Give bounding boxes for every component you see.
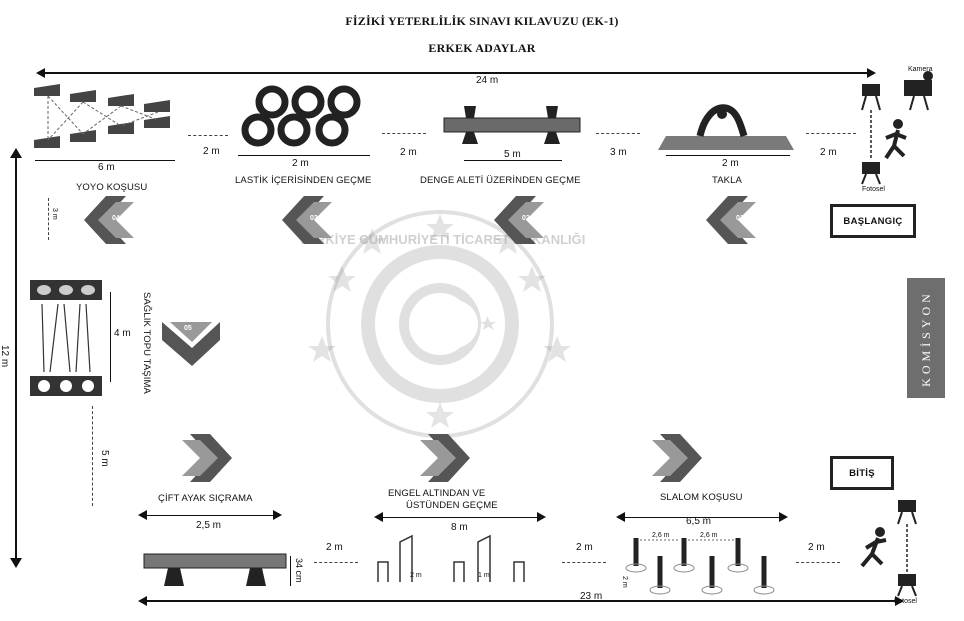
left-total-dimension: 12 m (0, 345, 10, 368)
hurdles-width-line (374, 512, 546, 522)
page-title: FİZİKİ YETERLİLİK SINAVI KILAVUZU (EK-1) (345, 14, 619, 28)
gap-03-04: 2 m (203, 146, 220, 157)
start-box: BAŞLANGIÇ (830, 204, 916, 238)
station-label-slalom: SLALOM KOŞUSU (660, 492, 743, 503)
station-label-medicine-ball: SAĞLIK TOPU TAŞIMA (141, 292, 152, 394)
mat-width: 2 m (722, 158, 739, 169)
medicine-ball-length: 4 m (114, 328, 131, 339)
jump-height: 34 cm (294, 558, 304, 583)
mat-width-line (666, 155, 790, 156)
station-label-balance: DENGE ALETİ ÜZERİNDEN GEÇME (420, 175, 581, 186)
station-number-03: 03 (310, 215, 318, 222)
gap-line-01-02 (596, 133, 640, 134)
left-total-dimension-line (15, 152, 17, 562)
hurdles-width: 8 m (451, 522, 468, 533)
slalom-sub1: 2,6 m (652, 532, 670, 539)
station-label-hurdles-line1: ENGEL ALTINDAN VE (388, 488, 486, 499)
tires-width: 2 m (292, 158, 309, 169)
gap-line-start-01 (806, 133, 856, 134)
gap-start-01: 2 m (820, 147, 837, 158)
chevron-03 (282, 196, 332, 244)
station-number-07: 07 (424, 453, 432, 460)
yoyo-height: 3 m (51, 208, 58, 220)
photocell-label-bottom: Fotosel (894, 598, 917, 605)
beam-width: 5 m (504, 149, 521, 160)
slalom-width: 6,5 m (686, 516, 712, 527)
jump-bench-pictogram (143, 553, 287, 586)
hurdles-sub2: 1 m (478, 572, 490, 579)
tires-width-line (238, 155, 370, 156)
slalom-sub3: 2 m (621, 576, 628, 588)
yoyo-width-line (35, 160, 175, 161)
gap-02-03: 2 m (400, 147, 417, 158)
tires-pictogram (241, 85, 361, 147)
chevron-01 (706, 196, 756, 244)
chevron-04 (84, 196, 134, 244)
tumble-mat-pictogram (658, 104, 794, 150)
chevron-06 (182, 434, 232, 482)
gap-08-finish: 2 m (808, 542, 825, 553)
medicine-ball-length-line (110, 292, 111, 382)
ministry-seal-watermark: TÜRKİYE CUMHURİYETİ TİCARET BAKANLIĞI (299, 210, 585, 438)
commission-label: KOMİSYON (918, 289, 933, 387)
balance-beam-pictogram (443, 106, 581, 144)
medicine-ball-pictogram (30, 280, 102, 396)
station-label-jump: ÇİFT AYAK SIÇRAMA (158, 493, 253, 504)
bottom-total-dimension: 23 m (580, 591, 603, 602)
yoyo-height-line (48, 198, 49, 240)
gap-line-02-03 (382, 133, 426, 134)
chevron-05 (162, 322, 220, 366)
station-label-hurdles-line2: ÜSTÜNDEN GEÇME (406, 500, 498, 511)
gap-line-07-08 (562, 562, 606, 563)
hurdles-pictogram (377, 534, 525, 582)
station-label-yoyo: YOYO KOŞUSU (76, 182, 148, 193)
commission-panel: KOMİSYON (907, 278, 945, 398)
slalom-sub2: 2,6 m (700, 532, 718, 539)
gap-07-08: 2 m (576, 542, 593, 553)
jump-width-line (138, 510, 282, 520)
hurdles-sub1: 2 m (410, 572, 422, 579)
bottom-total-dimension-line (138, 596, 904, 606)
chevron-02 (494, 196, 544, 244)
station-number-01: 01 (736, 215, 744, 222)
medicine-ball-gap-line (92, 406, 93, 506)
medicine-ball-gap: 5 m (99, 450, 110, 467)
photocell-label-top: Fotosel (862, 186, 885, 193)
gap-06-07: 2 m (326, 542, 343, 553)
chevron-08 (652, 434, 702, 482)
gap-line-08-finish (796, 562, 840, 563)
jump-width: 2,5 m (196, 520, 222, 531)
page-subtitle: ERKEK ADAYLAR (428, 41, 536, 55)
station-number-04: 04 (112, 215, 120, 222)
left-dimension-arrows (10, 148, 22, 568)
gap-line-03-04 (188, 135, 228, 136)
gap-line-06-07 (314, 562, 358, 563)
start-equipment-pictogram (861, 71, 933, 185)
station-number-05: 05 (184, 325, 192, 332)
slalom-width-line (616, 512, 788, 522)
station-number-06: 06 (188, 453, 196, 460)
top-total-dimension: 24 m (476, 75, 499, 86)
finish-box: BİTİŞ (830, 456, 894, 490)
beam-width-line (464, 160, 562, 161)
station-number-08: 08 (656, 453, 664, 460)
yoyo-width: 6 m (98, 162, 115, 173)
station-label-takla: TAKLA (712, 175, 742, 186)
slalom-poles-pictogram (625, 538, 775, 595)
yoyo-cones-pictogram (34, 84, 170, 148)
station-label-tires: LASTİK İÇERİSİNDEN GEÇME (235, 175, 372, 186)
jump-height-line (290, 556, 291, 586)
finish-equipment-pictogram (860, 500, 917, 597)
gap-01-02: 3 m (610, 147, 627, 158)
chevron-07 (420, 434, 470, 482)
camera-label: Kamera (908, 66, 933, 73)
top-total-dimension-line (36, 68, 876, 78)
station-number-02: 02 (522, 215, 530, 222)
